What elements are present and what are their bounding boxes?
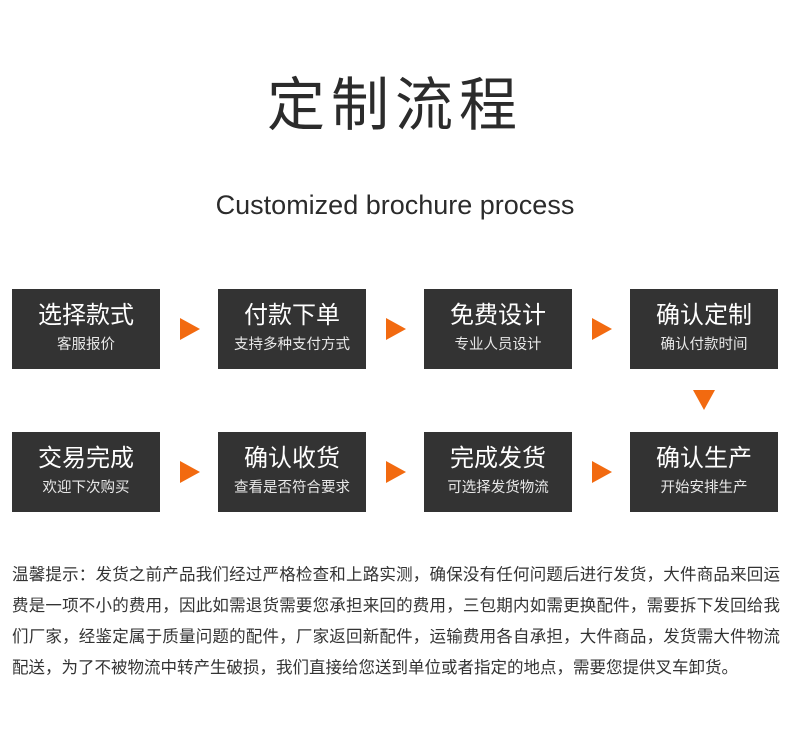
step-title: 确认生产 (656, 444, 752, 472)
step-shipping: 完成发货 可选择发货物流 (424, 432, 572, 512)
step-subtitle: 查看是否符合要求 (234, 480, 350, 496)
step-subtitle: 确认付款时间 (660, 337, 748, 353)
step-title: 付款下单 (244, 301, 340, 329)
step-confirm-receipt: 确认收货 查看是否符合要求 (218, 432, 366, 512)
step-subtitle: 支持多种支付方式 (234, 337, 350, 353)
step-confirm-production: 确认生产 开始安排生产 (630, 432, 778, 512)
page-subtitle: Customized brochure process (215, 190, 575, 220)
step-subtitle: 客服报价 (57, 337, 115, 353)
arrow-down-icon (693, 390, 715, 410)
page-title: 定制流程 (266, 71, 523, 139)
arrow-right-icon (592, 318, 612, 340)
arrow-right-icon (180, 318, 200, 340)
step-subtitle: 可选择发货物流 (447, 480, 549, 496)
step-subtitle: 欢迎下次购买 (42, 480, 130, 496)
notice-text: 温馨提示：发货之前产品我们经过严格检查和上路实测，确保没有任何问题后进行发货，大… (12, 565, 780, 677)
step-payment: 付款下单 支持多种支付方式 (218, 289, 366, 369)
arrow-right-icon (592, 461, 612, 483)
step-subtitle: 开始安排生产 (660, 480, 748, 496)
arrow-right-icon (180, 461, 200, 483)
step-title: 确认收货 (244, 444, 340, 472)
step-free-design: 免费设计 专业人员设计 (424, 289, 572, 369)
step-select-style: 选择款式 客服报价 (12, 289, 160, 369)
step-subtitle: 专业人员设计 (454, 337, 542, 353)
step-title: 选择款式 (38, 301, 134, 329)
arrow-right-icon (386, 318, 406, 340)
step-title: 交易完成 (38, 444, 134, 472)
step-title: 完成发货 (450, 444, 546, 472)
step-confirm-customization: 确认定制 确认付款时间 (630, 289, 778, 369)
arrow-right-icon (386, 461, 406, 483)
step-title: 确认定制 (656, 301, 752, 329)
step-transaction-complete: 交易完成 欢迎下次购买 (12, 432, 160, 512)
step-title: 免费设计 (450, 301, 546, 329)
